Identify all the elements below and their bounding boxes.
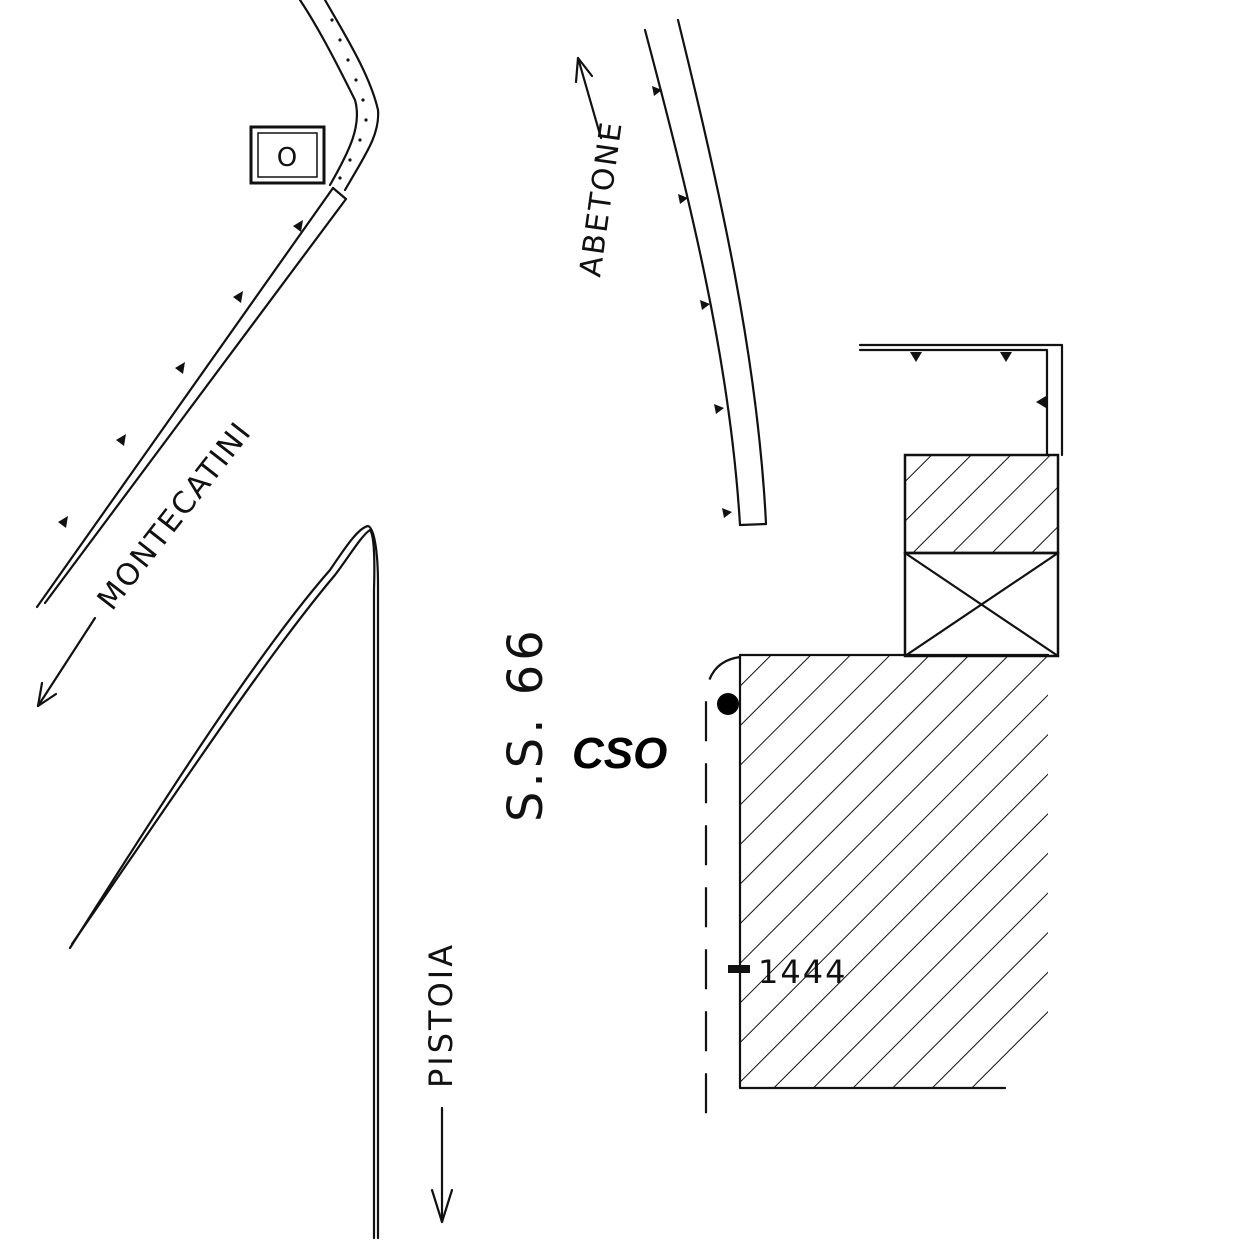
abetone-label: ABETONE — [573, 118, 630, 279]
pistoia-arrow-icon — [430, 1106, 454, 1224]
pistoia-island — [68, 524, 380, 1240]
montecatini-label: MONTECATINI — [91, 415, 259, 617]
right-corner-kerb — [858, 343, 1064, 457]
building-crossed-box — [903, 551, 1060, 658]
utility-box: O — [249, 125, 326, 185]
marker-1444: 1444 — [728, 953, 847, 991]
montecatini-kerb — [35, 186, 348, 609]
cso-point-icon — [717, 693, 739, 715]
box-symbol: O — [277, 143, 297, 173]
abetone-kerb — [643, 18, 768, 527]
montecatini-arrow-icon — [36, 616, 97, 708]
marker-label: 1444 — [758, 953, 847, 991]
abetone-arrow-icon — [574, 56, 603, 140]
top-left-road-edge — [298, 0, 380, 192]
building-upper-hatched — [903, 453, 1060, 555]
dashed-kerb-line — [704, 655, 741, 1125]
building-main-hatched — [738, 653, 1050, 1090]
pistoia-label: PISTOIA — [422, 942, 460, 1088]
cso-label: CSO — [572, 729, 667, 778]
road-label: S.S. 66 — [498, 626, 554, 822]
